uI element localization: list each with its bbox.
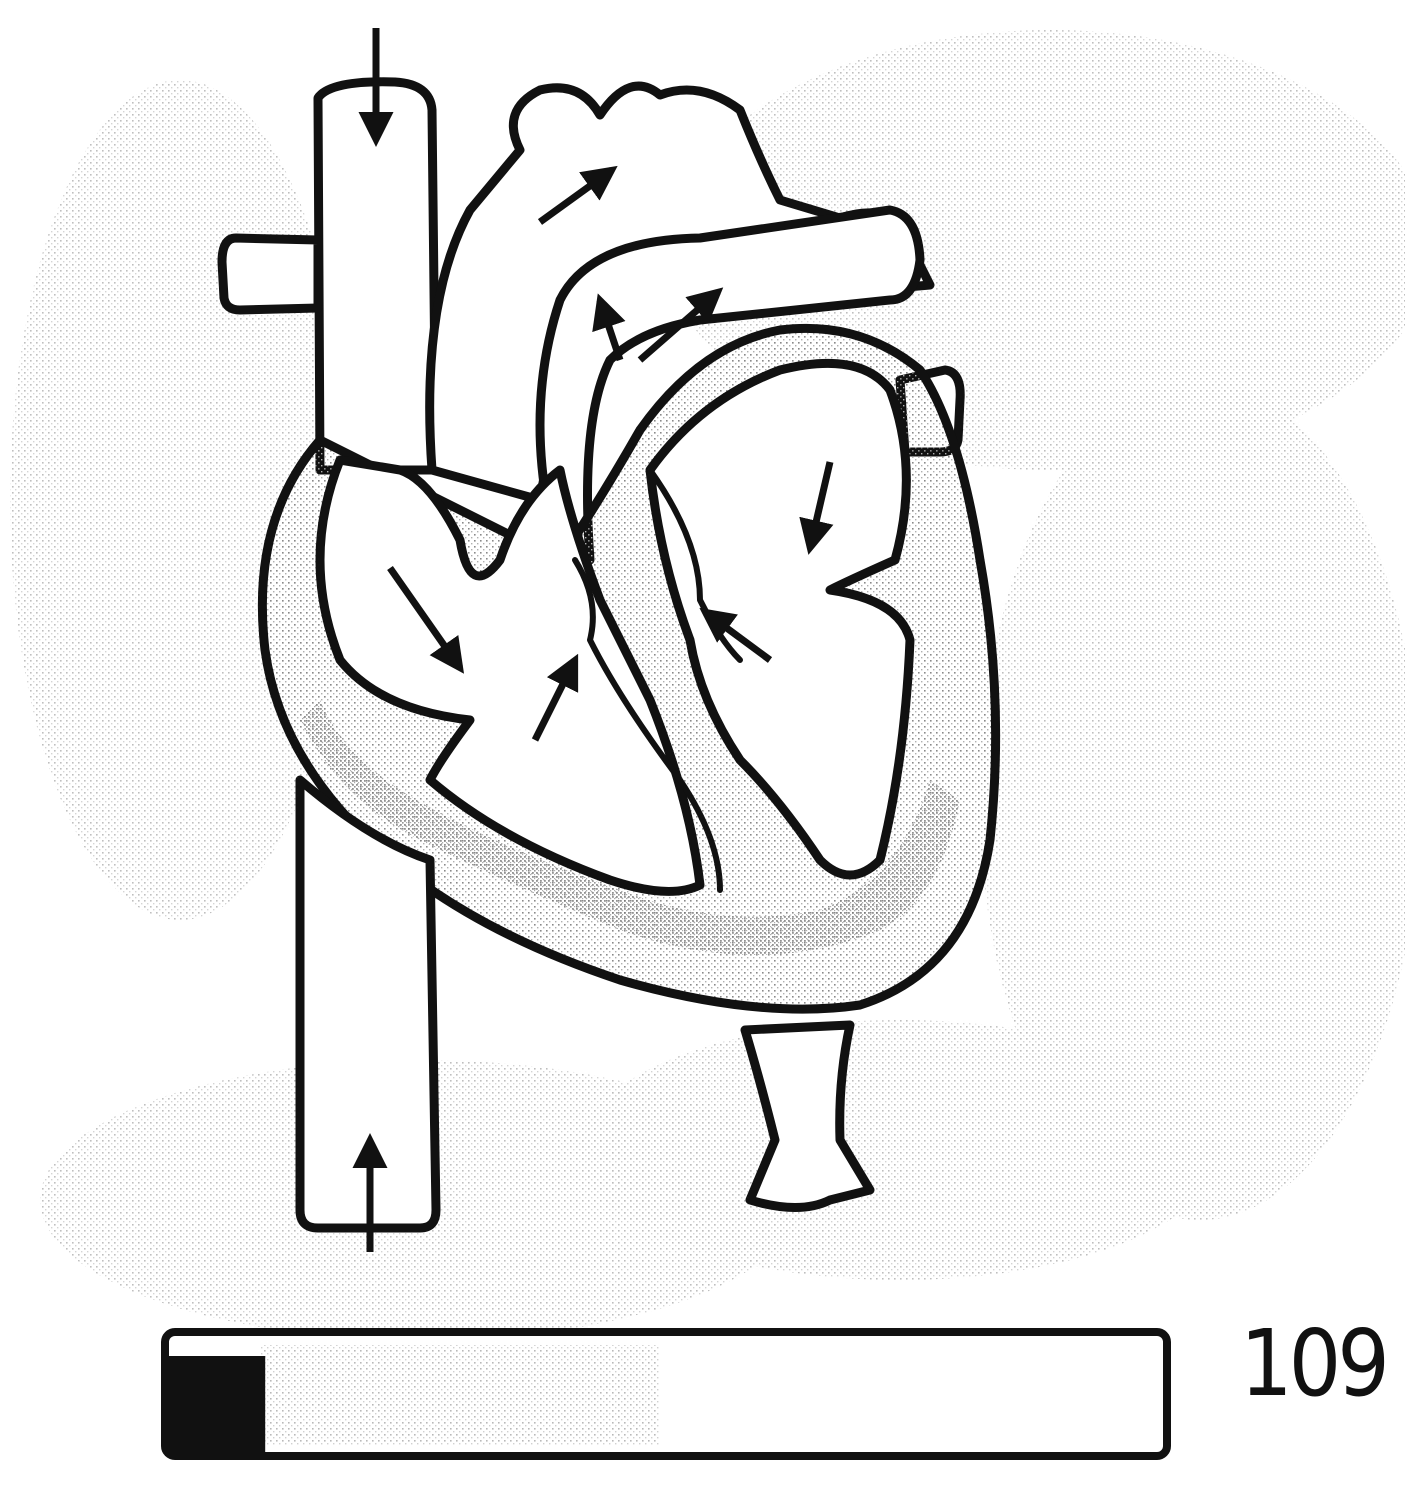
progress-bar [165,1332,1167,1456]
progress-track-stipple [260,1345,660,1445]
progress-fill [165,1356,265,1456]
page-number: 109 [1240,1318,1386,1410]
superior-vena-cava [318,82,436,470]
vena-cava-side-branch [222,238,318,310]
